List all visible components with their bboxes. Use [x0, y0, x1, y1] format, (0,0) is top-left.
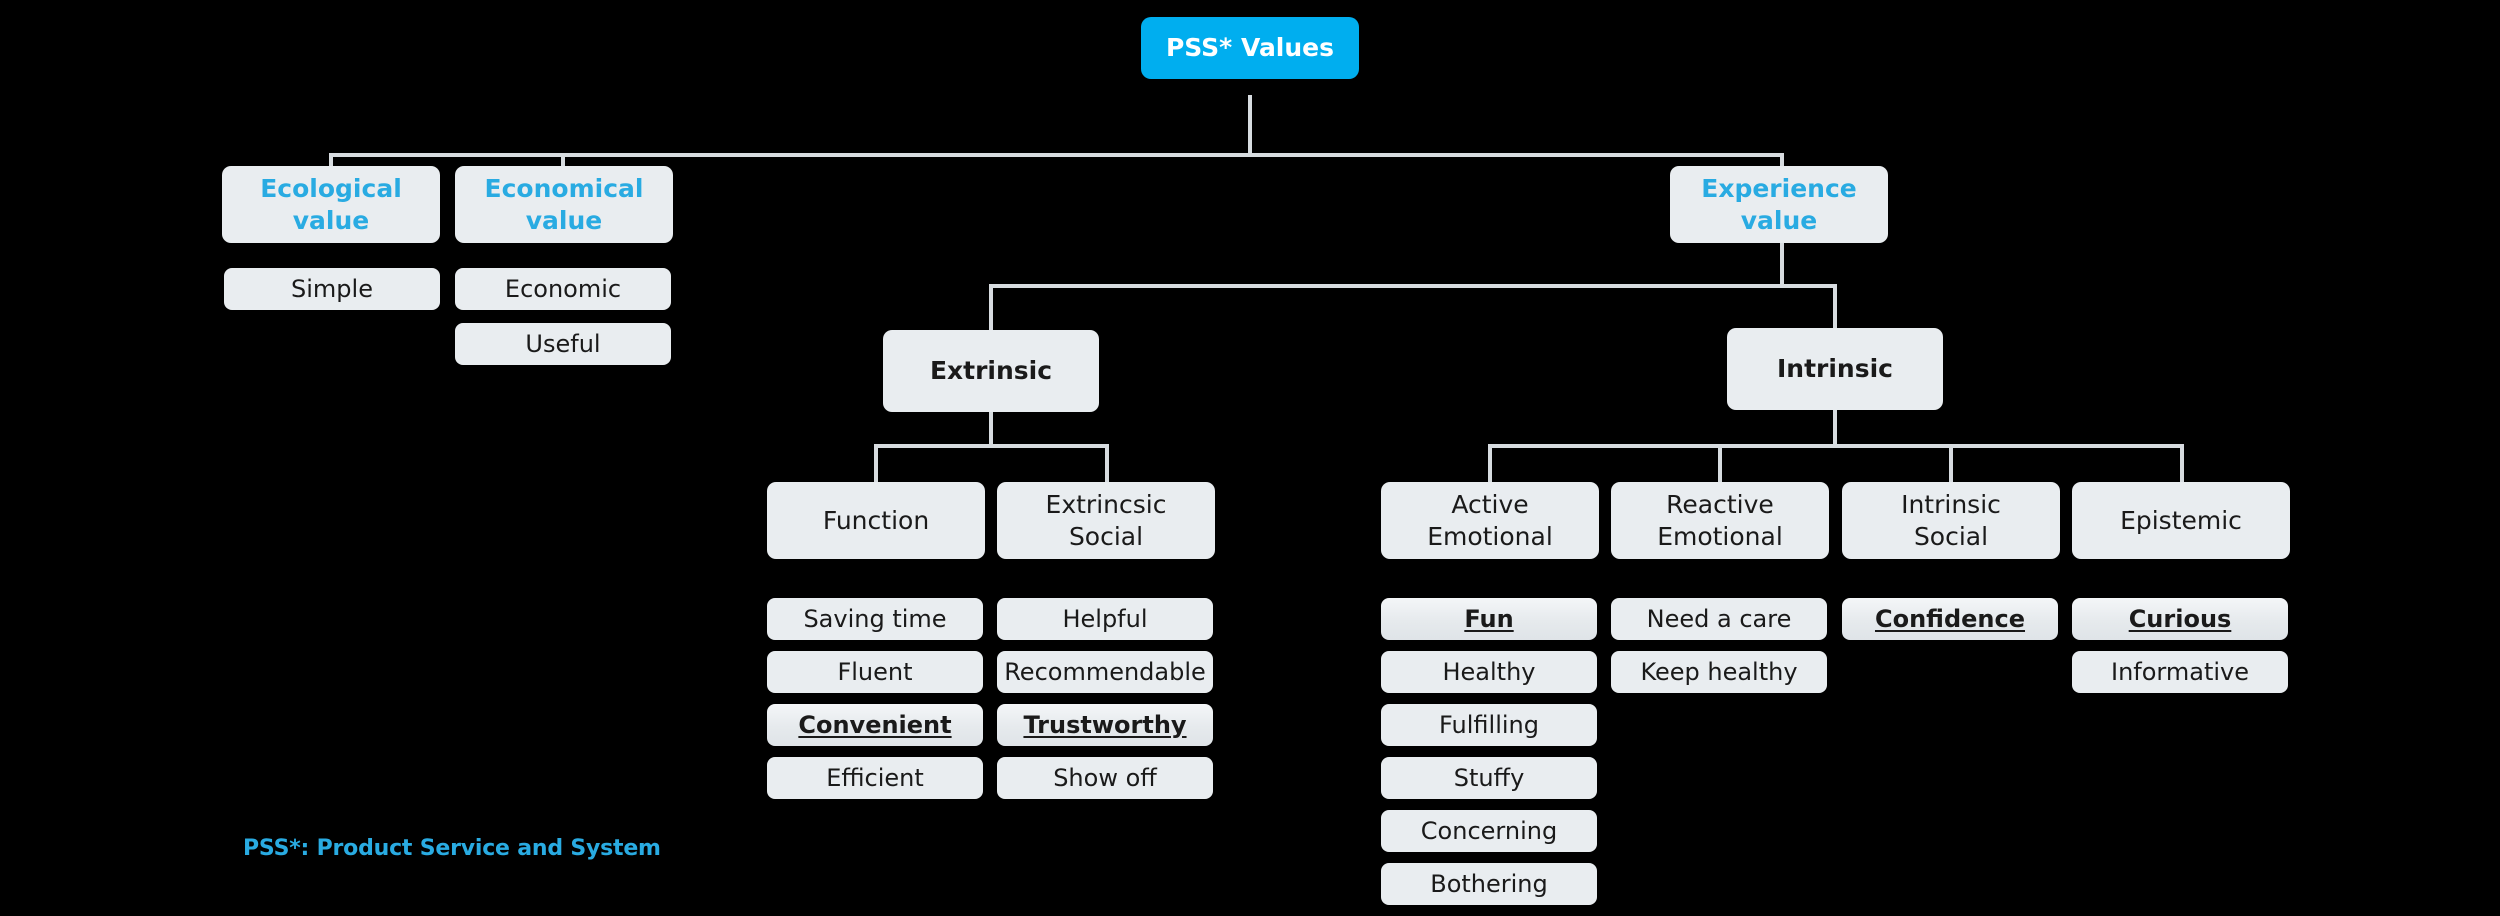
leaf-confidence-label: Confidence: [1874, 604, 2026, 633]
node-extrincsic-social-line1: Extrincsic: [1045, 490, 1167, 519]
leaf-helpful-label: Helpful: [1062, 604, 1148, 633]
leaf-need-a-care-label: Need a care: [1646, 604, 1792, 633]
footnote-pss-definition: PSS*: Product Service and System: [243, 836, 661, 861]
node-experience-value[interactable]: Experience value: [1670, 166, 1888, 243]
node-epistemic-line1: Epistemic: [2120, 505, 2242, 535]
node-economical-value-line2: value: [525, 205, 603, 235]
leaf-show-off-label: Show off: [1053, 763, 1157, 792]
node-ecological-value-line1: Ecological: [260, 174, 402, 203]
leaf-need-a-care[interactable]: Need a care: [1611, 598, 1827, 640]
node-intrinsic-social-label: Intrinsic Social: [1901, 489, 2001, 552]
node-extrincsic-social-line2: Social: [1068, 521, 1144, 551]
leaf-curious-label: Curious: [2128, 604, 2232, 633]
leaf-show-off[interactable]: Show off: [997, 757, 1213, 799]
leaf-convenient[interactable]: Convenient: [767, 704, 983, 746]
node-experience-value-line2: value: [1740, 205, 1818, 235]
node-epistemic-label: Epistemic: [2120, 505, 2242, 537]
node-reactive-emotional[interactable]: Reactive Emotional: [1611, 482, 1829, 559]
leaf-saving-time[interactable]: Saving time: [767, 598, 983, 640]
leaf-efficient[interactable]: Efficient: [767, 757, 983, 799]
node-intrinsic-social-line2: Social: [1913, 521, 1989, 551]
leaf-fluent[interactable]: Fluent: [767, 651, 983, 693]
leaf-stuffy[interactable]: Stuffy: [1381, 757, 1597, 799]
node-reactive-emotional-label: Reactive Emotional: [1657, 489, 1783, 552]
node-active-emotional-label: Active Emotional: [1427, 489, 1553, 552]
node-experience-value-line1: Experience: [1701, 174, 1857, 203]
leaf-economic-label: Economic: [504, 274, 622, 303]
node-ecological-value-label: Ecological value: [260, 173, 402, 236]
node-extrinsic-label: Extrinsic: [929, 356, 1053, 386]
node-ecological-value[interactable]: Ecological value: [222, 166, 440, 243]
leaf-confidence[interactable]: Confidence: [1842, 598, 2058, 640]
leaf-saving-time-label: Saving time: [803, 604, 947, 633]
leaf-trustworthy[interactable]: Trustworthy: [997, 704, 1213, 746]
node-function[interactable]: Function: [767, 482, 985, 559]
node-extrincsic-social-label: Extrincsic Social: [1046, 489, 1167, 552]
node-ecological-value-line2: value: [292, 205, 370, 235]
leaf-keep-healthy-label: Keep healthy: [1640, 657, 1798, 686]
node-intrinsic-social-line1: Intrinsic: [1901, 490, 2001, 519]
leaf-recommendable-label: Recommendable: [1004, 657, 1206, 686]
node-economical-value[interactable]: Economical value: [455, 166, 673, 243]
node-root-label: PSS* Values: [1165, 33, 1335, 63]
leaf-concerning-label: Concerning: [1420, 816, 1558, 845]
node-function-label: Function: [823, 505, 929, 537]
leaf-fluent-label: Fluent: [837, 657, 913, 686]
leaf-economic[interactable]: Economic: [455, 268, 671, 310]
leaf-helpful[interactable]: Helpful: [997, 598, 1213, 640]
leaf-concerning[interactable]: Concerning: [1381, 810, 1597, 852]
leaf-simple-label: Simple: [291, 274, 373, 303]
node-intrinsic-label: Intrinsic: [1776, 354, 1893, 384]
leaf-curious[interactable]: Curious: [2072, 598, 2288, 640]
node-intrinsic[interactable]: Intrinsic: [1727, 328, 1943, 410]
leaf-fun-label: Fun: [1464, 604, 1514, 633]
node-active-emotional-line2: Emotional: [1427, 521, 1553, 551]
leaf-useful-label: Useful: [525, 329, 601, 358]
node-epistemic[interactable]: Epistemic: [2072, 482, 2290, 559]
leaf-bothering[interactable]: Bothering: [1381, 863, 1597, 905]
node-extrinsic[interactable]: Extrinsic: [883, 330, 1099, 412]
leaf-stuffy-label: Stuffy: [1453, 763, 1525, 792]
leaf-informative-label: Informative: [2111, 657, 2249, 686]
leaf-recommendable[interactable]: Recommendable: [997, 651, 1213, 693]
node-active-emotional-line1: Active: [1451, 490, 1529, 519]
node-economical-value-label: Economical value: [485, 173, 644, 236]
leaf-fulfilling-label: Fulfilling: [1439, 710, 1539, 739]
leaf-healthy-label: Healthy: [1442, 657, 1536, 686]
leaf-informative[interactable]: Informative: [2072, 651, 2288, 693]
leaf-keep-healthy[interactable]: Keep healthy: [1611, 651, 1827, 693]
node-reactive-emotional-line1: Reactive: [1666, 490, 1774, 519]
node-function-line1: Function: [822, 505, 930, 535]
leaf-convenient-label: Convenient: [798, 710, 952, 739]
leaf-fun[interactable]: Fun: [1381, 598, 1597, 640]
leaf-trustworthy-label: Trustworthy: [1023, 710, 1187, 739]
leaf-efficient-label: Efficient: [826, 763, 924, 792]
node-extrincsic-social[interactable]: Extrincsic Social: [997, 482, 1215, 559]
node-root[interactable]: PSS* Values: [1141, 17, 1359, 79]
leaf-simple[interactable]: Simple: [224, 268, 440, 310]
node-intrinsic-social[interactable]: Intrinsic Social: [1842, 482, 2060, 559]
node-economical-value-line1: Economical: [484, 174, 644, 203]
leaf-fulfilling[interactable]: Fulfilling: [1381, 704, 1597, 746]
leaf-healthy[interactable]: Healthy: [1381, 651, 1597, 693]
leaf-useful[interactable]: Useful: [455, 323, 671, 365]
node-reactive-emotional-line2: Emotional: [1657, 521, 1783, 551]
leaf-bothering-label: Bothering: [1430, 869, 1548, 898]
node-experience-value-label: Experience value: [1701, 173, 1856, 236]
node-active-emotional[interactable]: Active Emotional: [1381, 482, 1599, 559]
